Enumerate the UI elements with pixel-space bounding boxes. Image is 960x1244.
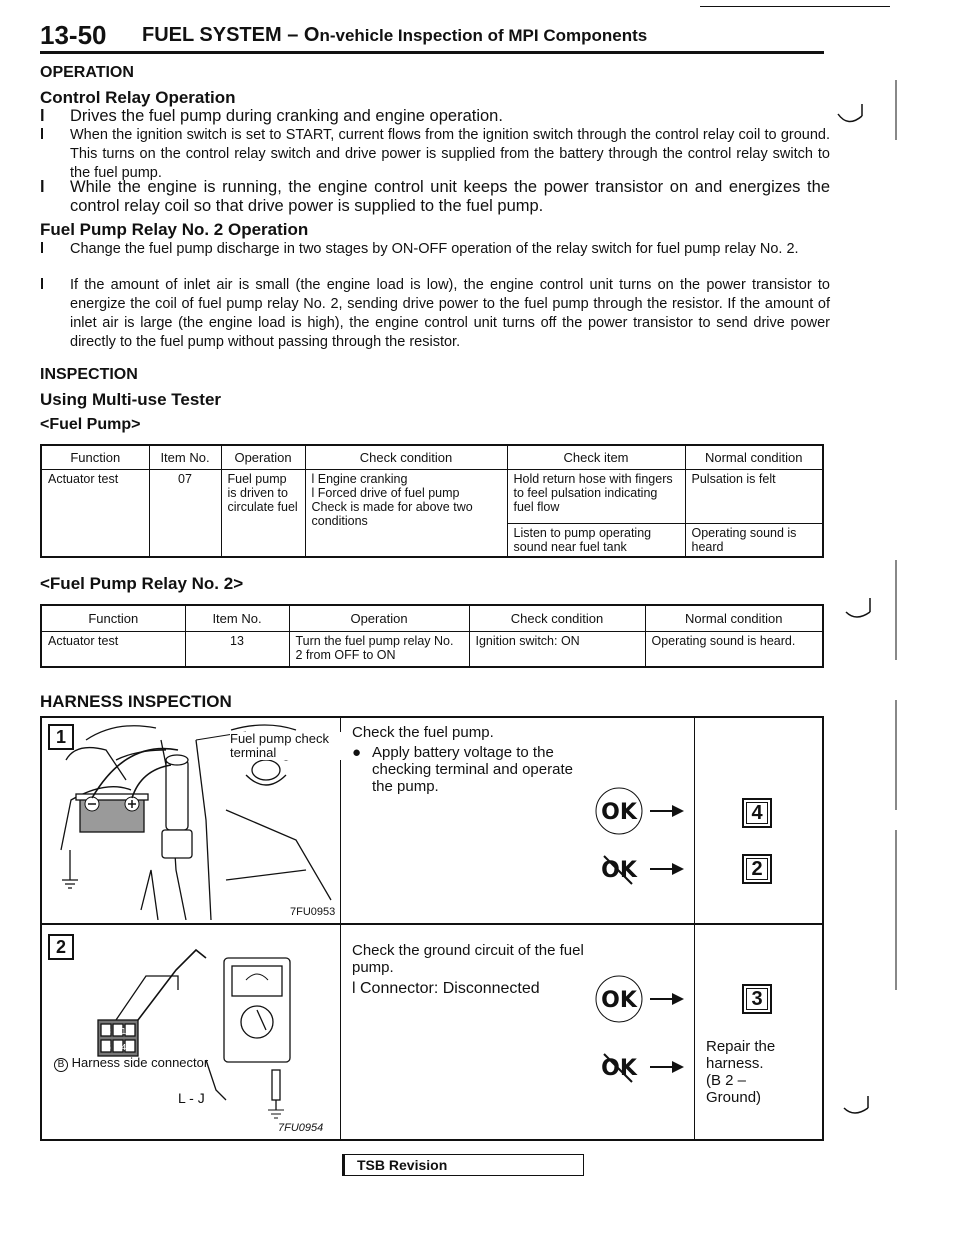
repair-action: Repair the harness. (B 2 – Ground) [706,1038,776,1106]
arrow-right-icon [650,1061,684,1073]
fuel-pump-check-terminal-callout: Fuel pump check terminal [230,732,350,760]
relay-cell-normal: Operating sound is heard. [644,630,824,668]
cell-operation: Fuel pump is driven to circulate fuel [220,468,306,558]
cell-item-no: 07 [148,468,222,558]
step1-instruction: ● Apply battery voltage to the checking … [352,744,573,795]
ok-badge-1: OK [595,787,643,835]
relay-cell-condition: Ignition switch: ON [468,630,646,668]
fuel-pump-table: Function Item No. Operation Check condit… [40,444,824,558]
page-header: 13-50 FUEL SYSTEM – On-vehicle Inspectio… [40,18,824,54]
control-relay-item-2: l When the ignition switch is set to STA… [40,127,830,181]
fuel-pump-relay-heading: Fuel Pump Relay No. 2 Operation [40,220,309,239]
divider-vertical-left [340,718,341,1139]
connector-label: B Harness side connector [54,1056,208,1072]
connector-multimeter-illustration: 3 2 1 6 5 4 [97,948,291,1119]
inspection-heading: INSPECTION [40,366,138,383]
control-relay-item-3: l While the engine is running, the engin… [40,178,830,215]
ok-label-2: OK [601,988,638,1013]
step1-title: Check the fuel pump. [352,724,494,741]
arrow-right-icon [650,993,684,1005]
step-number-2: 2 [48,934,74,960]
ng-badge-1: OK [601,855,638,885]
relay-label: <Fuel Pump Relay No. 2> [40,574,244,593]
arrow-right-icon [650,863,684,875]
cell-normal-2: Operating sound is heard [684,522,824,558]
relay-cell-operation: Turn the fuel pump relay No. 2 from OFF … [288,630,470,668]
divider-vertical-right [694,718,695,1139]
fuel-pump-relay-item-1: l Change the fuel pump discharge in two … [40,241,799,257]
figure-code-2: 7FU0954 [278,1122,324,1134]
cell-check-item-1: Hold return hose with fingers to feel pu… [506,468,686,524]
fuel-pump-label: <Fuel Pump> [40,416,141,433]
goto-step-3: 3 [742,984,772,1014]
divider-horizontal [42,923,822,925]
ok-label-1: OK [601,800,638,825]
margin-mark [837,80,897,140]
ng-badge-2: OK [601,1053,638,1083]
margin-mark [845,560,897,660]
step-number-1: 1 [48,724,74,750]
step2-instruction: l Connector: Disconnected [352,980,540,997]
arrow-right-icon [650,805,684,817]
col-normal-condition: Normal condition [684,444,824,470]
page-number: 13-50 [40,20,107,50]
header-top-rule [700,6,890,7]
col-operation: Operation [220,444,306,470]
step2-title: Check the ground circuit of the fuel pum… [352,942,584,976]
goto-step-2: 2 [742,854,772,884]
relay-cell-item-no: 13 [184,630,290,668]
relay-table: Function Item No. Operation Check condit… [40,604,824,668]
inspection-subheading: Using Multi-use Tester [40,390,222,409]
ok-badge-2: OK [595,975,643,1023]
harness-flowchart: 1 Fuel pump check terminal 7FU0953 Check… [40,716,824,1141]
margin-mark [843,1096,869,1114]
harness-heading: HARNESS INSPECTION [40,692,232,711]
control-relay-item-1: l Drives the fuel pump during cranking a… [40,107,503,125]
cell-check-condition: l Engine cranking l Forced drive of fuel… [304,468,508,558]
col-item-no: Item No. [148,444,222,470]
page-title: FUEL SYSTEM – On-vehicle Inspection of M… [142,24,648,46]
col-function: Function [40,444,150,470]
col-check-condition: Check condition [304,444,508,470]
tsb-revision-box: TSB Revision [342,1154,584,1176]
figure-code-1: 7FU0953 [290,906,336,918]
connector-pins-bottom: 6 5 4 [106,1043,126,1052]
cell-normal-1: Pulsation is felt [684,468,824,524]
cell-check-item-2: Listen to pump operating sound near fuel… [506,522,686,558]
goto-step-4: 4 [742,798,772,828]
meter-label: L - J [178,1090,205,1106]
margin-mark [895,700,897,990]
control-relay-heading: Control Relay Operation [40,88,236,107]
operation-heading: OPERATION [40,64,134,81]
connector-pins-top: 3 2 1 [106,1027,126,1036]
fuel-pump-relay-item-2: l If the amount of inlet air is small (t… [40,277,830,350]
relay-cell-function: Actuator test [40,630,186,668]
col-check-item: Check item [506,444,686,470]
connector-letter: B [54,1058,68,1072]
cell-function: Actuator test [40,468,150,558]
